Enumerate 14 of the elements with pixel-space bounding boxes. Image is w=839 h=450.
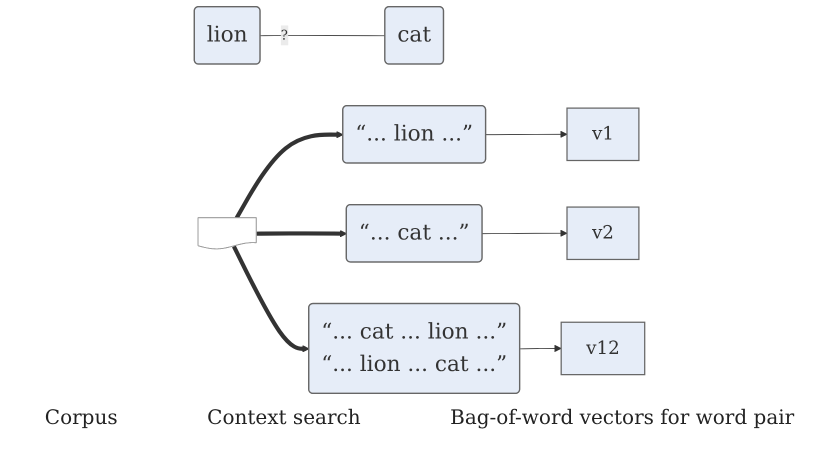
connector	[260, 35, 386, 36]
arrow	[486, 130, 568, 138]
node-box: v12	[560, 322, 646, 376]
arrow	[520, 344, 562, 352]
caption: Context search	[207, 405, 361, 429]
node-box: v1	[566, 107, 640, 162]
arrow	[234, 131, 344, 220]
caption: Corpus	[44, 405, 118, 429]
caption: Bag-of-word vectors for word pair	[450, 405, 794, 429]
arrow	[232, 246, 310, 352]
edge-label: ?	[280, 27, 288, 43]
arrow	[256, 230, 348, 238]
arrow	[482, 230, 568, 237]
node-box: v2	[566, 206, 640, 260]
